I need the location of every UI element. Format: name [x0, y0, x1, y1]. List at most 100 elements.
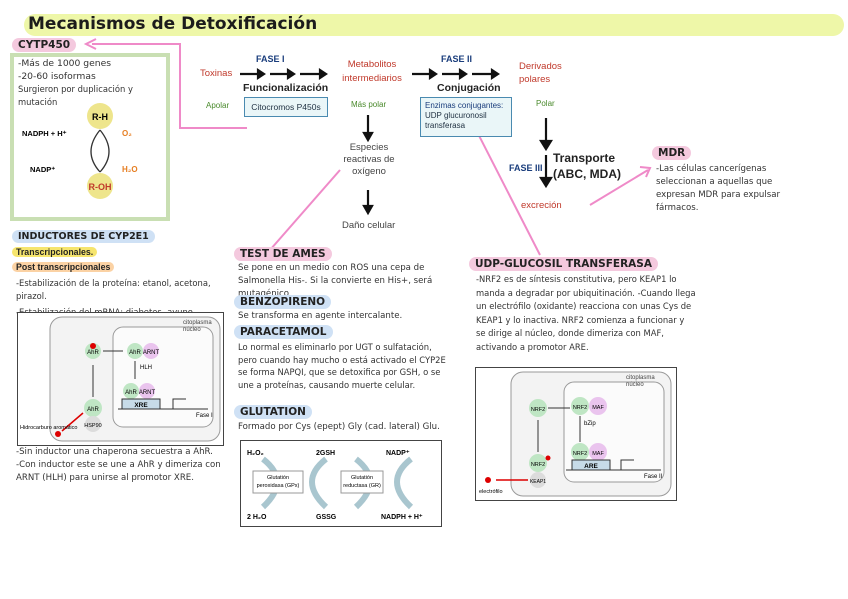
derivados-label: Derivados polares	[519, 61, 562, 85]
maf-label: MAF	[592, 405, 604, 411]
h2o-fig-label: 2 H₂O	[247, 514, 267, 521]
mdr-heading: MDR	[652, 146, 692, 160]
parac-text: Lo normal es eliminarlo por UGT o sulfat…	[238, 342, 446, 390]
arnt-node-dna	[139, 383, 155, 399]
citocromos-box: Citocromos P450s	[244, 97, 328, 117]
cyp-connector-head	[83, 38, 97, 50]
arc-left	[90, 129, 101, 173]
page-title: Mecanismos de Detoxificación	[28, 14, 318, 34]
inductores-after-2: -Con inductor este se une a AhR y dimeri…	[16, 460, 221, 483]
maf-node-dna	[589, 443, 607, 461]
hsp90-label: HSP90	[84, 423, 101, 429]
nrf2-label-top: NRF2	[531, 407, 545, 413]
cyp-line-3: Surgieron por duplicación y mutación	[18, 84, 133, 107]
nucleus-label: núcleo	[183, 327, 201, 333]
benzo-text: Se transforma en agente intercalante.	[238, 311, 403, 321]
gssg-label: GSSG	[316, 514, 337, 521]
ahr-node-nucleus	[127, 343, 143, 359]
cyp-frame	[10, 53, 170, 221]
nrf2-figure: citoplasma núcleo NRF2 NRF2 MAF bZip NRF…	[475, 367, 677, 501]
inductores-after: -Sin inductor una chaperona secuestra a …	[16, 446, 231, 485]
udpg-heading: UDP-GLUCOSIL TRANSFERASA	[469, 257, 658, 271]
glut-heading: GLUTATION	[234, 405, 312, 419]
nrf2-label-dna: NRF2	[573, 451, 587, 457]
post-label: Post transcripcionales	[12, 262, 115, 272]
ligand-dot-2	[55, 431, 61, 437]
ligand-dot-1	[90, 343, 96, 349]
ahr-label-hsp: AhR	[87, 407, 99, 413]
mdr-text: -Las células cancerígenas seleccionan a …	[656, 164, 781, 213]
cyp-reaction-diagram: R-H R-OH NADPH + H⁺ NADP⁺ O₂ H₂O	[22, 103, 138, 199]
cyp-connector	[92, 43, 247, 129]
glutation-figure-svg: Glutatión peroxidasa (GPx) Glutatión red…	[247, 450, 423, 521]
ahr-label-dna: AhR	[125, 390, 137, 396]
ligand-arrow	[61, 412, 84, 432]
toxinas-label: Toxinas	[200, 68, 233, 79]
ahr-node-top	[85, 343, 101, 359]
maf-label-dna: MAF	[592, 451, 604, 457]
cytoplasm-label: citoplasma	[183, 320, 212, 326]
fase2-label: FASE II	[441, 54, 473, 64]
keap1-label: KEAP1	[530, 479, 546, 485]
roh-label: R-OH	[89, 182, 112, 192]
arnt-node	[143, 343, 159, 359]
nrf2-node-dna	[571, 443, 589, 461]
transporte-label: Transporte (ABC, MDA)	[553, 151, 621, 181]
dano-label: Daño celular	[342, 220, 396, 231]
electrofilo-dot	[485, 477, 491, 483]
enzimas-box: Enzimas conjugantes: UDP glucuronosil tr…	[420, 97, 512, 137]
gpx-arrow-right	[309, 456, 329, 510]
conjugacion-label: Conjugación	[437, 82, 501, 94]
ahr-node-dna	[123, 383, 139, 399]
hlh-label: HLH	[140, 365, 152, 371]
roh-circle	[87, 173, 113, 199]
nadph-label: NADPH + H⁺	[22, 129, 67, 138]
maf-node	[589, 397, 607, 415]
udpg-text: -NRF2 es de síntesis constitutiva, pero …	[476, 274, 696, 352]
promoter-arrow	[172, 398, 186, 409]
cyp-line-2: -20-60 isoformas	[18, 71, 96, 82]
glut-text: Formado por Cys (epept) Gly (cad. latera…	[238, 422, 440, 432]
especies-label: Especies reactivas de oxígeno	[343, 142, 395, 177]
ames-text: Se pone en un medio con ROS una cepa de …	[238, 263, 433, 299]
nrf2-figure-svg: citoplasma núcleo NRF2 NRF2 MAF bZip NRF…	[479, 371, 672, 497]
cys-dot	[545, 455, 551, 461]
cyp-notes: -Más de 1000 genes -20-60 isoformas Surg…	[18, 57, 163, 109]
gr-label: Glutatión	[351, 475, 373, 481]
cyp-line-1: -Más de 1000 genes	[18, 58, 112, 69]
ahr-label-nucleus: AhR	[129, 350, 141, 356]
ahr-label-top: AhR	[87, 350, 99, 356]
gsh-label: 2GSH	[316, 450, 335, 457]
glutation-figure: Glutatión peroxidasa (GPx) Glutatión red…	[240, 440, 442, 527]
h2o2-label: H₂O₂	[247, 450, 264, 457]
xre-label: XRE	[134, 402, 148, 409]
excrecion-label: excreción	[521, 200, 562, 211]
electrofilo-label: electrófilo	[479, 489, 503, 495]
ahr-node-hsp	[84, 399, 102, 417]
fase1-label: FASE I	[256, 54, 285, 64]
cyp-heading: CYTP450	[12, 38, 77, 52]
ames-connector	[269, 169, 341, 251]
arnt-label: ARNT	[143, 350, 160, 356]
funcionalizacion-label: Funcionalización	[243, 82, 329, 94]
bzip-label: bZip	[584, 421, 596, 427]
gpx-label-2: peroxidasa (GPx)	[257, 483, 300, 489]
flow-arrows	[240, 67, 553, 216]
cytoplasm-label-2: citoplasma	[626, 375, 655, 381]
ames-heading: TEST DE AMES	[234, 247, 332, 261]
nrf2-node-nucleus	[571, 397, 589, 415]
mdr-connector-head	[639, 166, 652, 178]
nucleus-shape-2	[563, 381, 665, 483]
inductores-line-1: -Estabilización de la proteína: etanol, …	[16, 278, 211, 301]
mdr-connector	[589, 169, 649, 206]
nrf2-node-top	[529, 399, 547, 417]
nrf2-node-keap	[529, 454, 547, 472]
polar-label: Polar	[536, 99, 555, 108]
title-highlight	[24, 14, 844, 36]
rh-label: R-H	[92, 112, 108, 122]
hsp90-node	[85, 416, 101, 432]
gr-arrow-right	[394, 456, 414, 510]
nrf2-label-keap: NRF2	[531, 462, 545, 468]
fase3-label: FASE III	[509, 163, 543, 173]
are-label: ARE	[584, 463, 598, 470]
